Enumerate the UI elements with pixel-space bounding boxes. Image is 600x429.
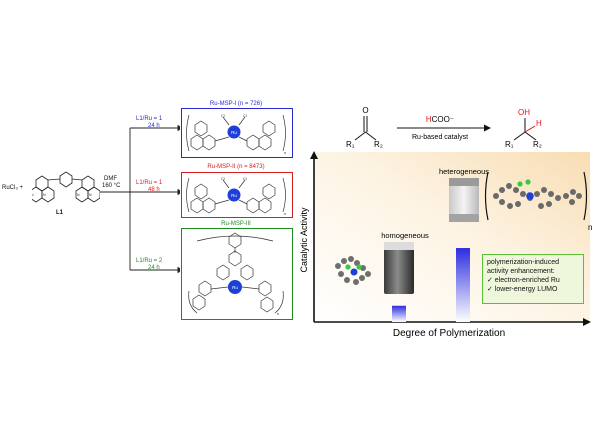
metal-label: Ru: [232, 285, 238, 290]
metal-label: Ru: [231, 193, 237, 198]
substituent-r1: R₁: [346, 140, 355, 149]
condition-3-time: 24 h: [148, 265, 160, 271]
product-box-msp-i: [181, 108, 293, 158]
solvent-label: DMF: [104, 176, 117, 182]
svg-text:Cl: Cl: [221, 113, 225, 118]
condition-2-time: 48 h: [148, 187, 160, 193]
svg-text:N: N: [32, 193, 34, 197]
condition-2-ratio: L1/Ru = 1: [136, 180, 163, 186]
polymer-subscript-n: n: [588, 223, 592, 232]
svg-text:N: N: [43, 193, 46, 197]
vial-homogeneous: [384, 242, 414, 294]
annotation-title-line1: polymerization-induced: [487, 259, 559, 266]
y-axis-label: Catalytic Activity: [299, 207, 309, 273]
product-title-msp-ii: Ru-MSP-II (n = 8473): [181, 164, 291, 171]
product-structure-msp-iii: Ru n: [188, 232, 284, 316]
molecular-model-homogeneous: [335, 256, 371, 285]
transfer-hydrogenation-scheme: O R₁ R₂ HCOO⁻ Ru-based catalyst OH H R₁ …: [346, 106, 542, 149]
product-structure-msp-i: Cl Cl Ru n: [186, 113, 286, 155]
product-r2: R₂: [533, 140, 542, 149]
annotation-point-electron-enriched: ✓ electron-enriched Ru: [487, 277, 560, 284]
vial-heterogeneous: [449, 178, 479, 222]
condition-1-ratio: L1/Ru = 1: [136, 116, 163, 122]
label-heterogeneous: heterogeneous: [439, 167, 489, 176]
product-title-msp-iii: Ru-MSP-III: [181, 221, 291, 228]
subscript-n: n: [284, 211, 286, 216]
reactant-rucl3: RuCl₃ +: [2, 185, 23, 191]
substituent-r2: R₂: [374, 140, 383, 149]
oxygen-label: O: [362, 106, 368, 115]
temperature-label: 160 °C: [102, 183, 121, 189]
molecular-model-heterogeneous: [484, 171, 588, 221]
x-axis-label: Degree of Polymerization: [393, 328, 505, 339]
catalyst-label: Ru-based catalyst: [412, 134, 468, 141]
annotation-title-line2: activity enhancement:: [487, 268, 555, 275]
reaction-arrows: [100, 124, 180, 274]
condition-1-time: 24 h: [148, 123, 160, 129]
product-structure-msp-ii: Cl Cl Ru n: [186, 176, 286, 216]
ligand-label: L1: [56, 210, 64, 216]
label-homogeneous: homogeneous: [381, 231, 429, 240]
metal-label: Ru: [231, 130, 237, 135]
svg-text:N: N: [77, 193, 80, 197]
product-box-msp-iii: [181, 228, 293, 320]
hydroxyl-label: OH: [518, 108, 530, 117]
subscript-n: n: [277, 311, 279, 316]
activity-plot: n homogeneous heterogeneous Catalytic Ac…: [299, 151, 592, 339]
product-box-msp-ii: [181, 172, 293, 218]
product-r1: R₁: [505, 140, 514, 149]
svg-text:N: N: [89, 193, 92, 197]
hydrogen-label: H: [536, 119, 542, 128]
svg-text:Cl: Cl: [243, 113, 247, 118]
enhancement-annotation: polymerization-induced activity enhancem…: [482, 254, 584, 304]
bar-homogeneous: [392, 305, 406, 322]
condition-3-ratio: L1/Ru = 2: [136, 258, 163, 264]
annotation-point-lower-lumo: ✓ lower-energy LUMO: [487, 286, 558, 293]
svg-text:Cl: Cl: [243, 176, 247, 181]
bar-heterogeneous: [456, 248, 470, 322]
product-title-msp-i: Ru-MSP-I (n = 726): [181, 101, 291, 108]
subscript-n: n: [284, 150, 286, 155]
formate-reagent: HCOO⁻: [426, 115, 454, 124]
svg-text:Cl: Cl: [221, 176, 225, 181]
